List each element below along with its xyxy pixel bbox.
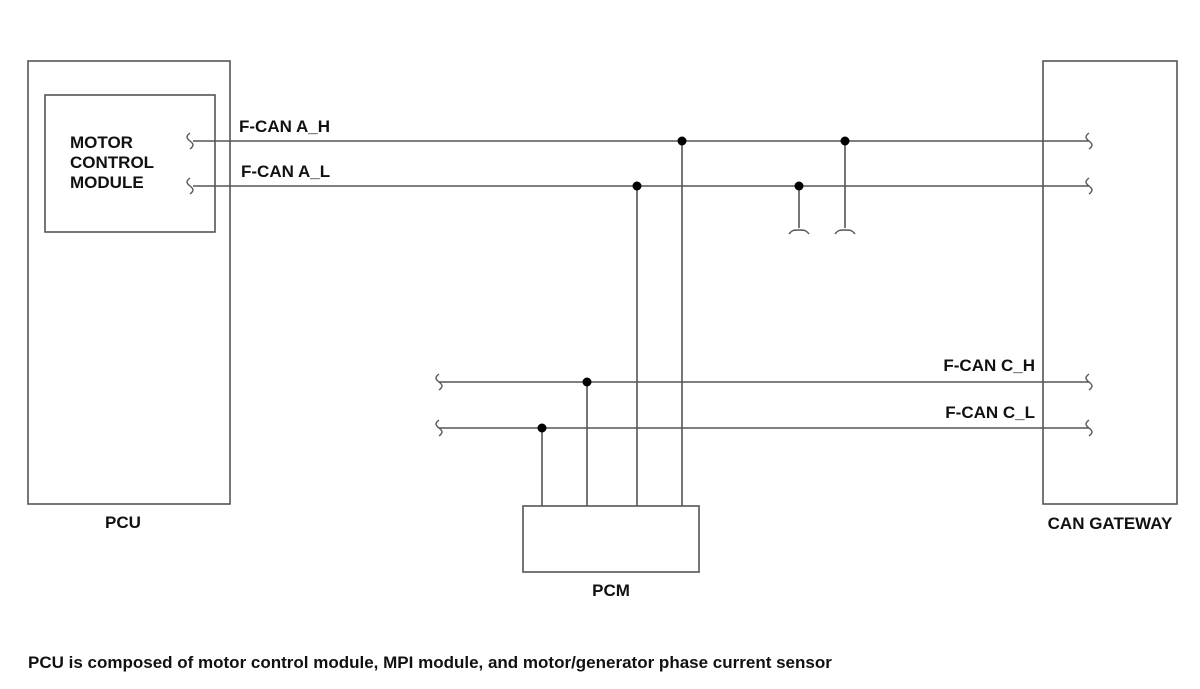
motor-control-module-box (44, 94, 216, 233)
junction-dot (794, 181, 804, 191)
can-gateway-box (1042, 60, 1178, 505)
connector-break-icon (788, 229, 810, 235)
motor-control-module-label-line1: MOTOR (70, 133, 133, 152)
connector-break-icon (186, 177, 194, 195)
connector-break-icon (1085, 132, 1093, 150)
pcm-box (522, 505, 700, 573)
junction-dot (677, 136, 687, 146)
f-can-a-l-label: F-CAN A_L (241, 162, 330, 181)
f-can-a-h-label: F-CAN A_H (239, 117, 330, 136)
junction-dot (537, 423, 547, 433)
connector-break-icon (186, 132, 194, 150)
connector-break-icon (1085, 419, 1093, 437)
connector-break-icon (435, 419, 443, 437)
pcu-box (27, 60, 231, 505)
diagram-caption: PCU is composed of motor control module,… (28, 653, 832, 672)
connector-break-icon (1085, 177, 1093, 195)
motor-control-module-label-line3: MODULE (70, 173, 144, 192)
can-gateway-label: CAN GATEWAY (1048, 514, 1173, 533)
pcu-label: PCU (105, 513, 141, 532)
motor-control-module-label-line2: CONTROL (70, 153, 154, 172)
junction-dot (840, 136, 850, 146)
junction-dot (632, 181, 642, 191)
junction-dot (582, 377, 592, 387)
pcm-label: PCM (592, 581, 630, 600)
f-can-c-l-label: F-CAN C_L (945, 403, 1035, 422)
f-can-c-h-label: F-CAN C_H (943, 356, 1035, 375)
connector-break-icon (834, 229, 856, 235)
connector-break-icon (1085, 373, 1093, 391)
connector-break-icon (435, 373, 443, 391)
